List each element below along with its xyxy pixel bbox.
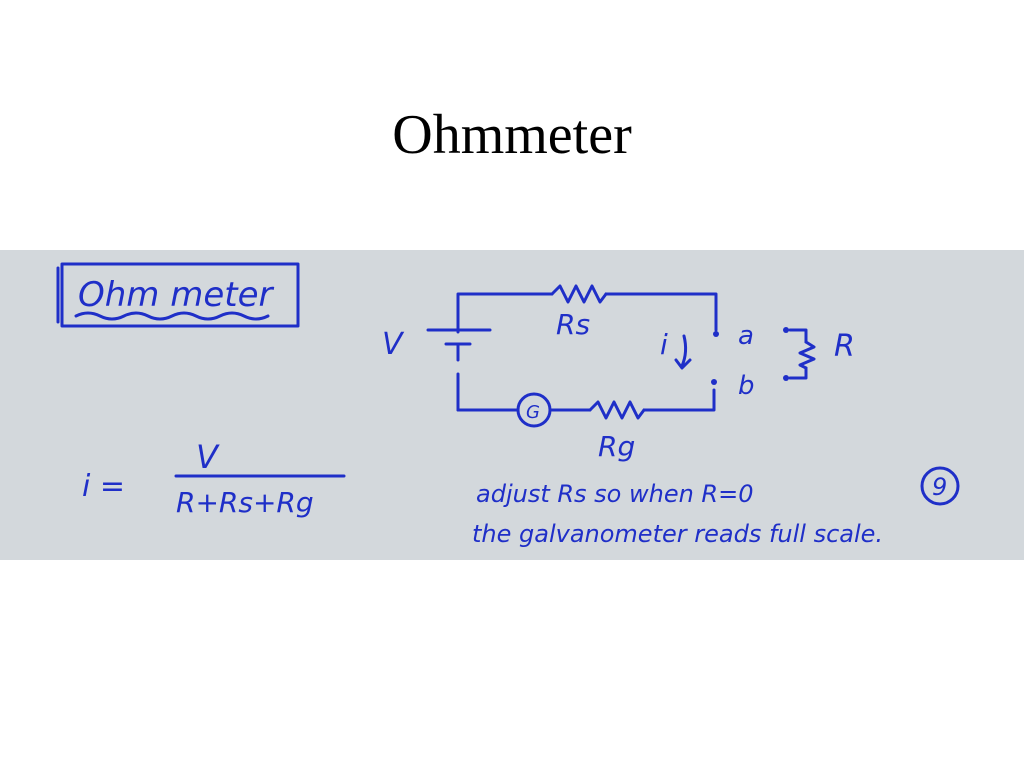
terminal-a-dot [713, 331, 719, 337]
note-line-2: the galvanometer reads full scale. [472, 520, 883, 548]
terminal-a-label: a [738, 321, 754, 351]
circuit-diagram: V G Rs Rg i a b R [382, 284, 855, 463]
galvanometer-letter: G [526, 402, 540, 423]
page-number: 9 [932, 473, 947, 501]
equation: i = V R+Rs+Rg [82, 438, 346, 519]
galvanometer-resistor [588, 400, 646, 420]
equation-lhs: i = [82, 469, 125, 504]
heading-box: Ohm meter [56, 262, 300, 328]
current-label: i [660, 328, 668, 361]
note-line-1: adjust Rs so when R=0 [476, 480, 754, 508]
voltage-label: V [382, 327, 405, 362]
page-number-circle [920, 466, 960, 506]
unknown-resistor-label: R [834, 329, 855, 364]
series-resistor [550, 284, 608, 304]
rs-label: Rs [556, 308, 590, 341]
equation-denominator: R+Rs+Rg [176, 486, 314, 519]
terminal-b-dot [711, 379, 717, 385]
equation-numerator: V [196, 438, 220, 476]
terminal-b-label: b [738, 371, 755, 401]
current-arrow [680, 334, 688, 368]
slide-title: Ohmmeter [392, 104, 632, 166]
rg-label: Rg [598, 430, 635, 463]
unknown-resistor [798, 340, 816, 370]
whiteboard-image: Ohm meter V G Rs [0, 250, 1024, 560]
whiteboard-drawing: Ohm meter V G Rs [56, 262, 960, 548]
board-heading: Ohm meter [78, 275, 275, 315]
